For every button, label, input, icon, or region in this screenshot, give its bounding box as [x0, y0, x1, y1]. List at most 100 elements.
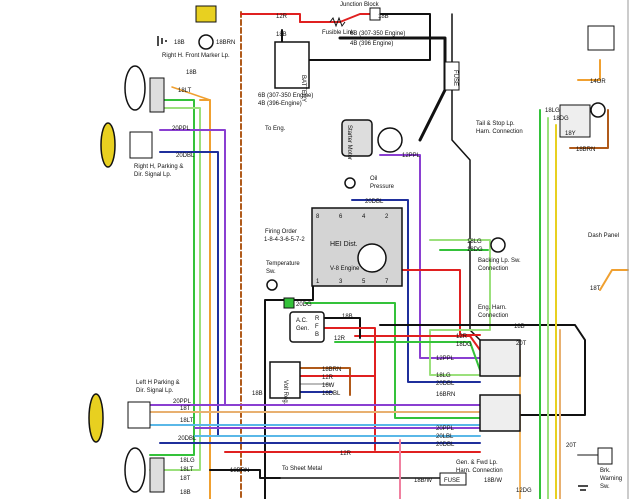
wire-label: 20LBL: [436, 434, 454, 440]
cylinder-label: 7: [385, 279, 389, 285]
left-parking-label: Dir. Signal Lp.: [136, 388, 174, 394]
fuse-icon-bottom: [439, 472, 467, 486]
tail-stop-lamp-icon: [590, 102, 606, 118]
backing-label: Connection: [478, 266, 508, 272]
orange-wire-right: [577, 59, 601, 81]
fusible-link-label: Fusible Link: [322, 30, 355, 36]
wire-label: 20DBL: [178, 436, 197, 442]
wire-label: 20PPL: [173, 399, 192, 405]
darkblue-wire-oil: [351, 199, 481, 383]
wire-label: 18LG: [467, 239, 482, 245]
fuse-icon-top: [444, 61, 460, 91]
wire-label: 20T: [566, 443, 577, 449]
black-wire-fuse: [451, 13, 491, 351]
dash-connector-top-icon: [587, 25, 615, 51]
engine-block-icon: [311, 207, 403, 287]
junction-block-icon: [369, 7, 381, 21]
wire-label: 18BRN: [230, 468, 249, 474]
temp-connector: [283, 297, 295, 309]
starter-motor-icon: [341, 119, 373, 157]
wire-label: 20T: [516, 341, 527, 347]
brake-warning-label: Warning: [600, 476, 622, 482]
v8-label: V-8 Engine: [330, 266, 360, 272]
tail-stop-label: Tail & Stop Lp.: [476, 121, 515, 127]
junction-block-label: Junction Block: [340, 2, 380, 8]
wire-label: 20DG: [296, 302, 312, 308]
right-headlamp-icon: [124, 65, 146, 111]
oil-pressure-label: Pressure: [370, 184, 395, 190]
wire-label: 20PPL: [436, 426, 455, 432]
wire-label: 18BRN: [576, 147, 595, 153]
wire-label: 14OR: [590, 79, 606, 85]
fuse-label: FUSE: [452, 70, 458, 86]
left-headlamp-connector: [149, 457, 165, 493]
ground-symbol-icon-2: [578, 485, 588, 491]
backing-lamp-switch-icon: [490, 237, 506, 253]
cylinder-label: 8: [316, 214, 320, 220]
cylinder-label: 1: [316, 279, 320, 285]
front-marker-lamp-icon: [198, 34, 214, 50]
cylinder-label: 4: [362, 214, 366, 220]
wire-label: 16DBL: [322, 391, 341, 397]
battery-label: BATTERY: [300, 75, 306, 102]
temperature-label: Temperature: [266, 261, 300, 267]
red-wire-eng-harn: [354, 335, 481, 351]
harness-connection-label: Harn. Connection: [476, 129, 523, 135]
wire-label: 18B/W: [484, 478, 502, 484]
wire-label: 12R: [276, 14, 288, 20]
wire-label: 18BRN: [216, 40, 235, 46]
green-wire-temp: [304, 302, 481, 419]
oil-pressure-label: Oil: [370, 176, 377, 182]
voltage-regulator-icon: [269, 361, 301, 399]
hei-label: HEI Dist.: [330, 241, 358, 248]
wire-label: 18LG: [545, 108, 560, 114]
oil-pressure-sender-icon: [344, 177, 356, 189]
brake-warning-label: Sw.: [600, 484, 610, 490]
orange-wire-dash: [599, 269, 629, 291]
left-headlamp-icon: [124, 447, 146, 493]
regulator-label: Volt Reg.: [282, 380, 288, 405]
firing-sequence-label: 1-8-4-3-6-5-7-2: [264, 237, 305, 243]
wire-label: 18B: [342, 314, 353, 320]
engine-label: 4B (396 Engine): [350, 41, 393, 47]
left-parking-label: Left H Parking &: [136, 380, 180, 386]
terminal-label: R: [315, 316, 320, 322]
wire-label: 12R: [334, 336, 346, 342]
wire-label: 16W: [322, 383, 335, 389]
cylinder-label: 5: [362, 279, 366, 285]
wire-label: 18LT: [178, 88, 192, 94]
wire-label: 18B: [180, 490, 191, 496]
forward-lamp-harness-connector-icon: [479, 394, 521, 432]
black-wire-eng-harn: [379, 324, 586, 416]
red-wire-top-2: [299, 13, 376, 23]
wire-label: 20PPL: [172, 126, 191, 132]
wire-label: 18Y: [565, 131, 576, 137]
lightgreen-wire-left: [149, 107, 201, 471]
wire-label: 18B/W: [414, 478, 432, 484]
fusible-link-icon: [329, 16, 346, 28]
wire-label: 18T: [590, 286, 601, 292]
eng-harness-label: Connection: [478, 313, 508, 319]
eng-harness-label: Eng. Harn.: [478, 305, 507, 311]
terminal-label: B: [315, 332, 319, 338]
battery-engine-label: 6B (307-350 Engine): [258, 93, 313, 99]
brake-warning-label: Brk.: [600, 468, 611, 474]
orange-wire-left: [199, 99, 211, 499]
wire-label: 18LT: [180, 418, 194, 424]
alternator-label: A.C.: [296, 318, 308, 324]
wire-label: 12R: [456, 334, 468, 340]
fuse-label: FUSE: [444, 478, 460, 484]
wire-label: 12PPL: [436, 356, 455, 362]
wire-label: 20DBL: [365, 199, 384, 205]
hei-distributor-icon: [357, 243, 387, 273]
wire-label: 18DG: [456, 342, 472, 348]
engine-label: 6B (307-350 Engine): [350, 31, 405, 37]
darkblue-wire-right: [159, 151, 219, 436]
black-ground-bottom: [209, 469, 281, 479]
battery-engine-label: 4B (396-Engine): [258, 101, 302, 107]
brown-wire-right: [569, 109, 609, 149]
right-parking-label: Dir. Signal Lp.: [134, 172, 172, 178]
wire-label: 18B: [186, 70, 197, 76]
starter-solenoid-icon: [377, 127, 403, 153]
gen-fwd-label: Harn. Connection: [456, 468, 503, 474]
